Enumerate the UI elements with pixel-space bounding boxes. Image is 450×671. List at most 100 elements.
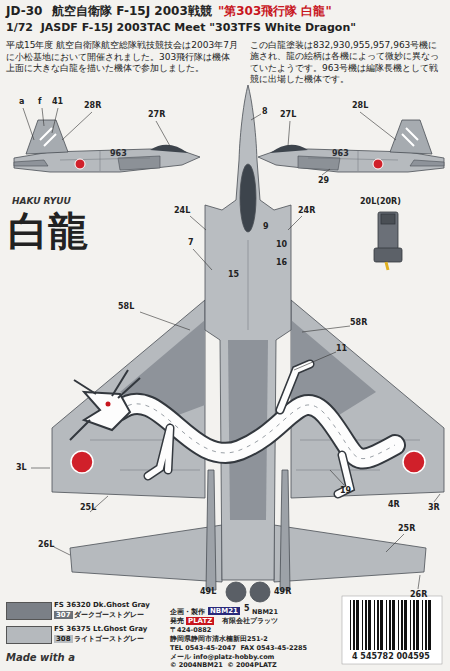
drawing-part — [26, 120, 68, 154]
publisher-text: 4 545782 004595 — [352, 652, 430, 661]
ejection-seat — [374, 212, 402, 270]
drawing-part — [356, 600, 359, 650]
drawing-part — [413, 600, 415, 650]
drawing-part — [362, 600, 363, 650]
sheet-heading: "第303飛行隊 白龍" — [218, 5, 332, 19]
callout-number: 20L(20R) — [360, 197, 401, 206]
note-text: この白龍塗装は832,930,955,957,963号機に施され、龍の絵柄は各機… — [250, 40, 446, 85]
publisher-text: 企画・製作 — [170, 609, 205, 616]
callout-number: 10 — [276, 240, 287, 249]
callout-number: 7 — [188, 238, 194, 247]
callout-number: 24R — [298, 206, 315, 215]
drawing-part — [398, 600, 399, 650]
callout-number: 19 — [340, 486, 351, 495]
publisher-text: NBM21 — [208, 607, 240, 615]
drawing-part — [410, 600, 411, 650]
drawing-part — [428, 600, 431, 650]
drawing-part — [274, 525, 426, 582]
callout-number: f — [38, 97, 41, 106]
drawing-part — [401, 600, 403, 650]
paint-label: ライトゴーストグレー — [74, 635, 144, 643]
paint-label: ダークゴーストグレー — [74, 611, 144, 619]
sheet-heading: JD-30 — [6, 5, 42, 19]
leader-lines — [23, 108, 440, 589]
drawing-part — [75, 159, 85, 169]
drawing-part — [374, 248, 402, 262]
drawing-part — [251, 114, 261, 120]
callout-number: 26R — [410, 590, 427, 599]
callout-number: 16 — [276, 258, 287, 267]
publisher-text: TEL 0543-45-2047 FAX 0543-45-2285 — [170, 645, 307, 652]
drawing-part — [350, 600, 351, 650]
drawing-part — [288, 216, 302, 230]
callout-number: 28L — [352, 101, 368, 110]
sheet-title: 航空自衛隊 F-15J 2003戦競 — [52, 5, 212, 19]
drawing-part — [40, 128, 56, 146]
callout-number: 25L — [80, 503, 96, 512]
white-dragon — [70, 364, 395, 494]
paint-label: 308 — [54, 635, 73, 643]
drawing-part — [90, 240, 420, 470]
drawing-part — [42, 108, 44, 126]
drawing-part — [330, 470, 344, 485]
callout-number: 5 — [244, 604, 250, 613]
paint-label: Made with a — [6, 652, 75, 664]
drawing-part — [70, 370, 140, 440]
callout-number: 963 — [110, 149, 127, 158]
color-swatch — [6, 626, 52, 644]
drawing-part — [54, 547, 70, 555]
color-swatch — [6, 602, 52, 620]
callout-number: 25R — [398, 524, 415, 533]
drawing-part — [386, 534, 404, 552]
drawing-part — [386, 600, 387, 650]
drawing-part — [190, 216, 206, 230]
drawing-part — [14, 160, 48, 166]
drawing-part — [226, 582, 246, 602]
publisher-text: 静岡県静岡市清水楠新田251-2 — [170, 636, 268, 643]
drawing-part — [148, 364, 350, 494]
callout-number: 26L — [38, 540, 54, 549]
publisher-text: 有限会社プラッツ — [222, 618, 278, 625]
drawing-part — [403, 451, 425, 473]
drawing-part — [148, 364, 350, 494]
drawing-part — [205, 85, 291, 580]
callout-number: 15 — [228, 270, 239, 279]
callout-number: 27L — [280, 110, 296, 119]
callout-number: 27R — [148, 110, 165, 119]
drawing-part — [106, 402, 111, 407]
note-text: 平成15年度 航空自衛隊航空総隊戦技競技会は2003年7月に小松基地において開催… — [6, 40, 238, 75]
drawing-part — [302, 326, 350, 332]
drawing-part — [62, 112, 92, 140]
drawing-part — [377, 600, 379, 650]
drawing-part — [360, 112, 396, 140]
drawing-part — [71, 451, 93, 473]
drawing-part — [381, 214, 395, 224]
drawing-part — [294, 352, 336, 370]
publisher-text: 〒424-0882 — [170, 627, 211, 634]
drawing-part — [350, 600, 431, 650]
publisher-text: © 2004NBM21 © 2004PLATZ — [170, 662, 277, 669]
legend-text: FS 36320 Dk.Ghost Gray — [54, 601, 150, 609]
drawing-part — [150, 145, 188, 153]
drawing-part — [156, 121, 170, 146]
callout-number: 9 — [263, 222, 269, 231]
drawing-part — [60, 150, 150, 171]
drawing-part — [23, 108, 34, 140]
side-view — [14, 120, 200, 172]
drawing-part — [288, 121, 290, 146]
callout-number: 11 — [336, 344, 347, 353]
hinomaru — [71, 451, 425, 473]
callout-number: 28R — [84, 101, 101, 110]
callout-number: 4R — [388, 500, 400, 509]
callout-number: 963 — [332, 149, 349, 158]
drawing-part — [368, 600, 371, 650]
callout-number: 29 — [318, 176, 329, 185]
callout-number: 3L — [16, 463, 27, 472]
drawing-part — [434, 494, 440, 502]
drawing-part — [353, 600, 355, 650]
publisher-text: PLATZ — [186, 617, 214, 625]
callout-number: 58L — [118, 302, 134, 311]
callout-number: 8 — [262, 107, 268, 116]
